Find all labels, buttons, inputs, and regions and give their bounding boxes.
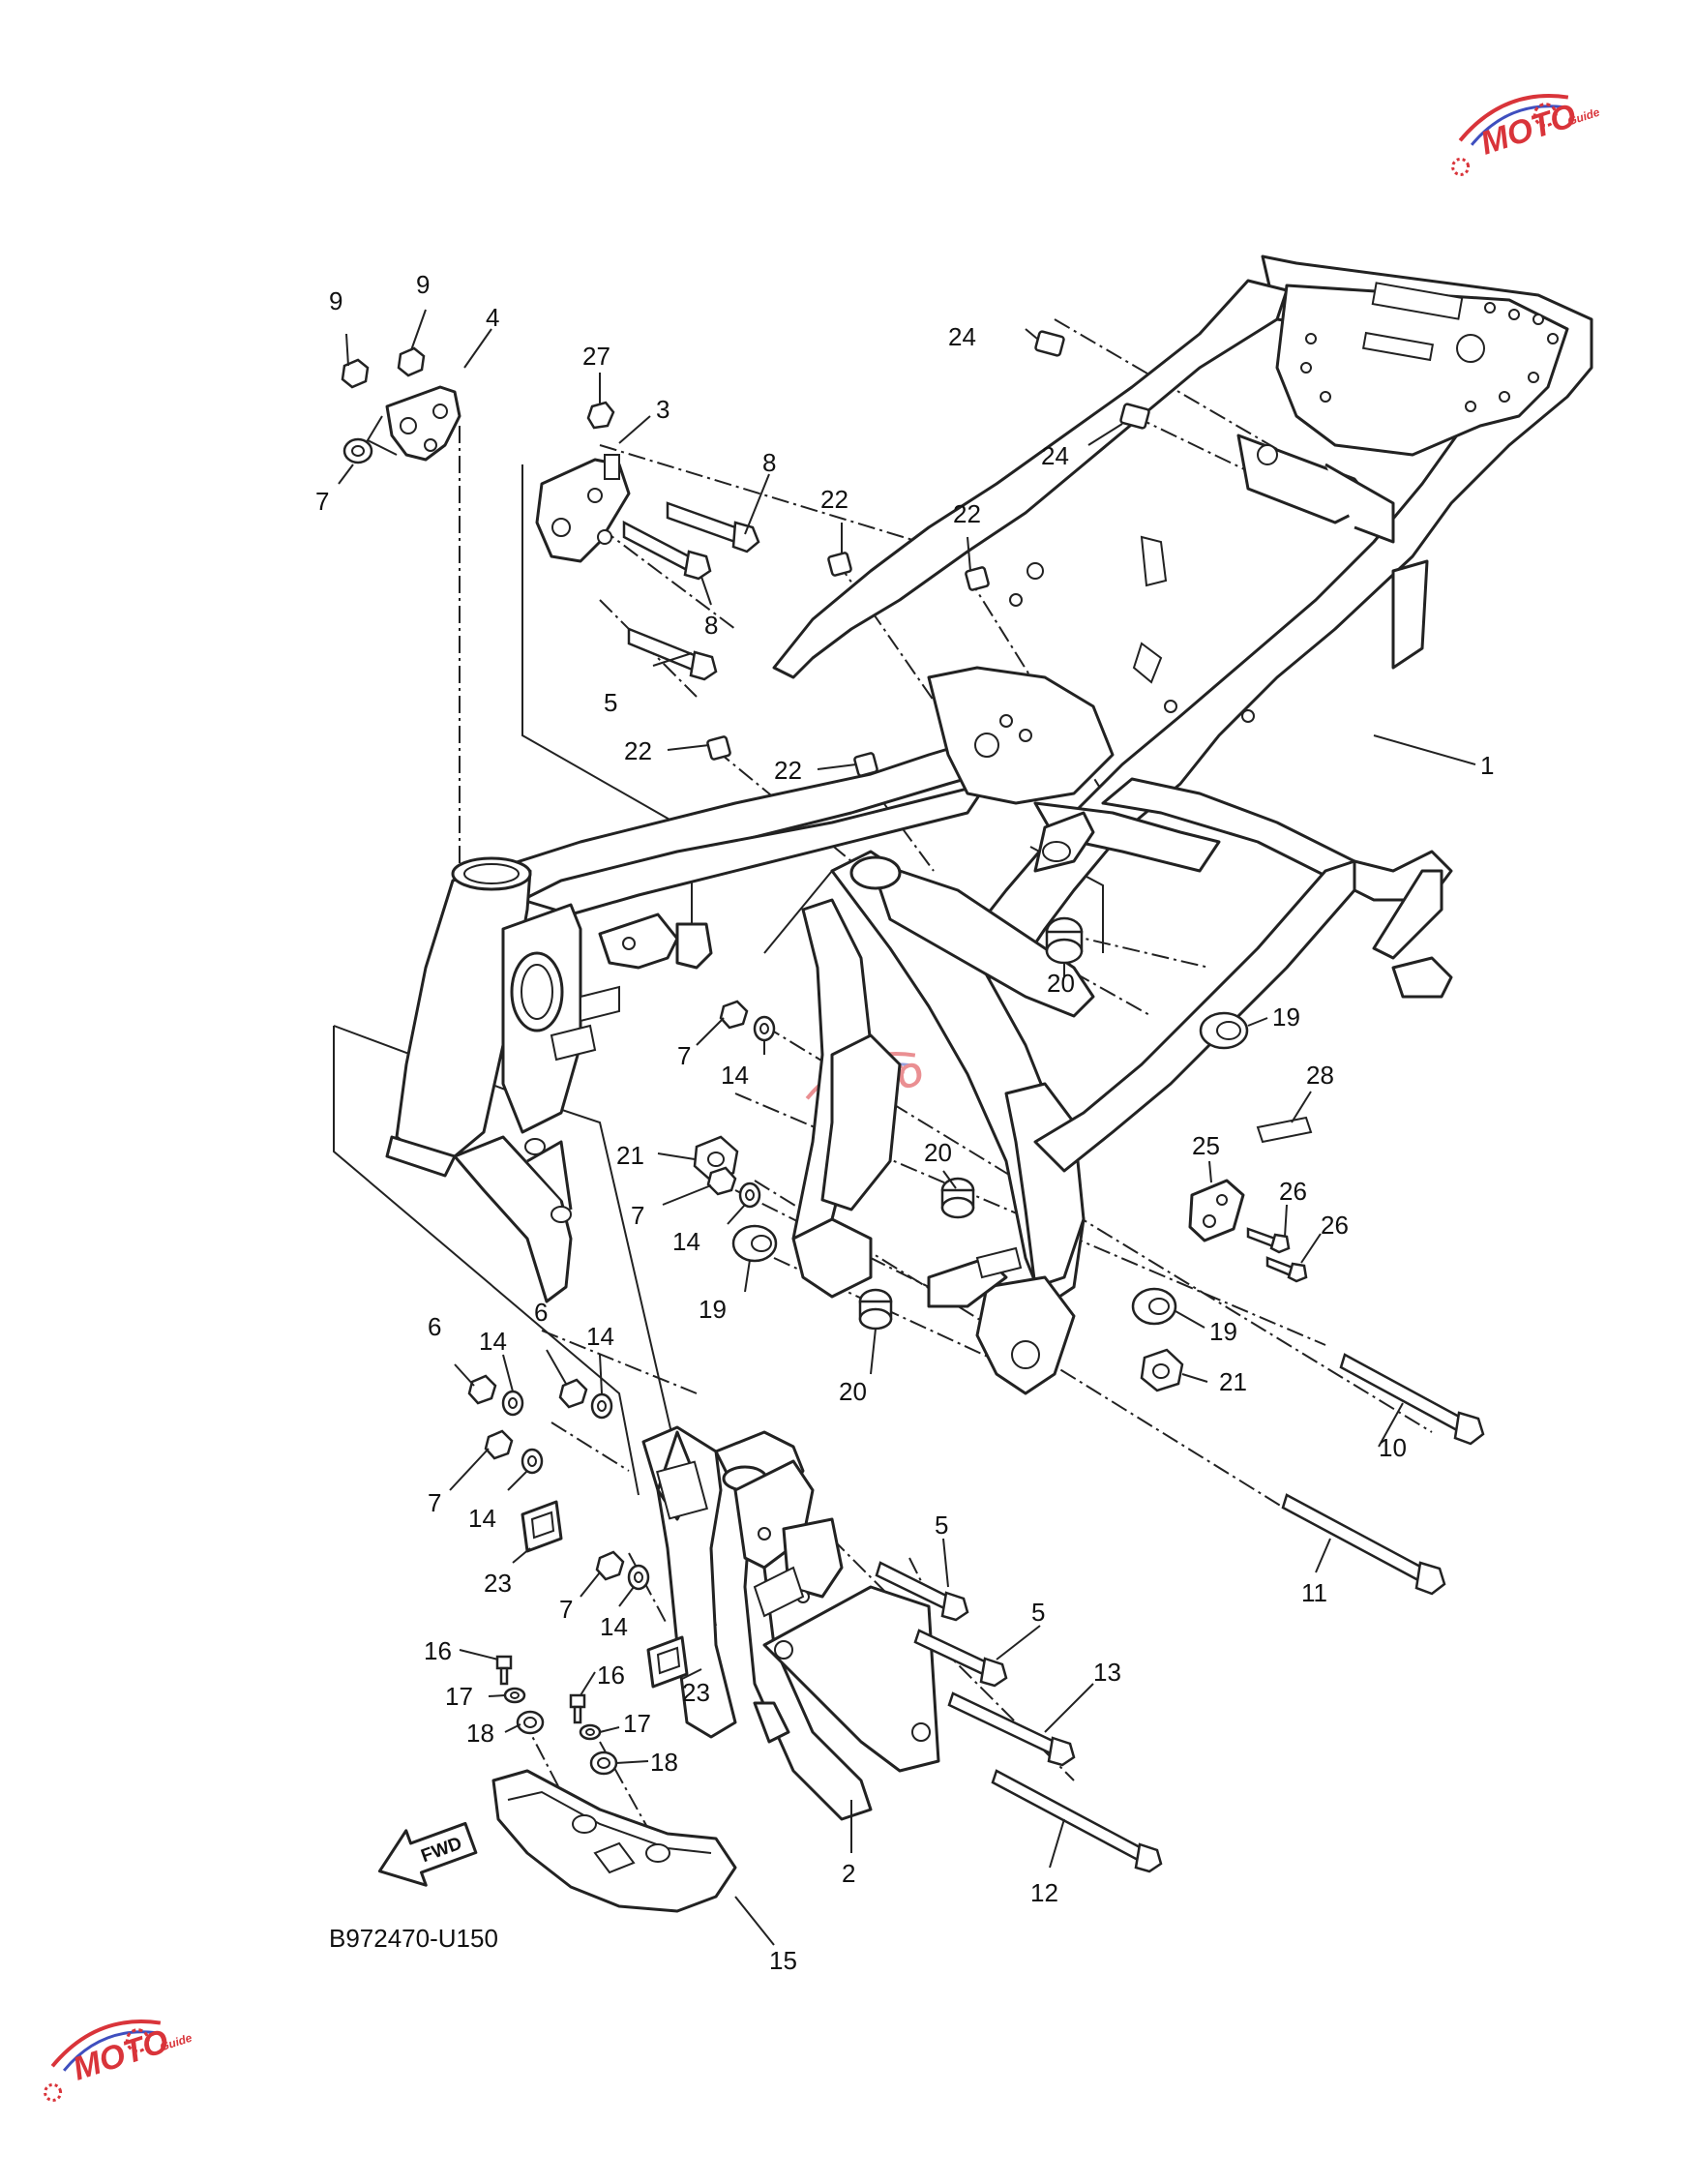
callout-14: 14 [721,1061,749,1090]
callout-24: 24 [948,322,976,351]
callout-1: 1 [1480,751,1494,780]
hardware [341,330,1485,1873]
watermark-text: MOTO [69,2022,173,2087]
callout-6: 6 [534,1298,548,1327]
callout-22: 22 [624,736,652,765]
callout-9: 9 [416,270,430,299]
skid-plate [491,1769,737,1913]
callout-22: 22 [953,499,981,528]
callout-19: 19 [699,1295,727,1324]
callout-8: 8 [704,611,718,640]
callout-8: 8 [762,448,776,477]
callout-15: 15 [769,1946,797,1975]
callout-14: 14 [479,1327,507,1356]
callout-17: 17 [623,1709,651,1738]
callout-2: 2 [842,1859,855,1888]
callout-20: 20 [924,1138,952,1167]
callout-13: 13 [1093,1658,1121,1687]
callout-21: 21 [616,1141,644,1170]
watermark-text: MOTO [1476,97,1581,162]
callout-14: 14 [600,1612,628,1641]
front-downtube [641,1425,940,1821]
callout-11: 11 [1301,1578,1327,1607]
engine-bracket-plate [366,385,461,462]
callout-26: 26 [1321,1211,1349,1240]
callout-7: 7 [631,1201,644,1230]
callout-12: 12 [1030,1878,1058,1907]
callout-17: 17 [445,1682,473,1711]
callout-24: 24 [1041,441,1069,470]
callout-14: 14 [672,1227,700,1256]
watermark-bottom-left: MOTO Guide [44,2019,193,2102]
callout-26: 26 [1279,1177,1307,1206]
callout-23: 23 [682,1678,710,1707]
callout-6: 6 [428,1312,441,1341]
callout-9: 9 [329,286,342,315]
callout-7: 7 [428,1488,441,1517]
forward-direction-arrow: FWD [377,1821,478,1887]
callout-21: 21 [1219,1367,1247,1396]
main-frame [385,254,1593,1395]
engine-bracket-upper [535,454,631,563]
callout-23: 23 [484,1569,512,1598]
watermark-top-right: MOTO Guide [1451,94,1601,176]
callout-16: 16 [597,1660,625,1690]
callout-4: 4 [486,303,499,332]
callout-19: 19 [1272,1002,1300,1032]
callout-5: 5 [604,688,617,717]
callout-5: 5 [935,1511,948,1540]
callout-16: 16 [424,1636,452,1665]
callout-labels: 1 2 3 4 5 5 5 6 6 7 7 7 7 7 8 8 9 9 10 1… [315,270,1494,1975]
callout-20: 20 [1047,969,1075,998]
callout-7: 7 [315,487,329,516]
callout-22: 22 [820,485,848,514]
callout-22: 22 [774,756,802,785]
callout-25: 25 [1192,1131,1220,1160]
callout-20: 20 [839,1377,867,1406]
callout-10: 10 [1379,1433,1407,1462]
callout-7: 7 [559,1595,573,1624]
callout-14: 14 [586,1322,614,1351]
callout-28: 28 [1306,1061,1334,1090]
callout-18: 18 [466,1719,494,1748]
callout-18: 18 [650,1748,678,1777]
callout-27: 27 [582,342,610,371]
callout-7: 7 [677,1041,691,1070]
callout-leaders [338,309,1476,1946]
callout-3: 3 [656,395,669,424]
callout-19: 19 [1209,1317,1237,1346]
diagram-reference-code: B972470-U150 [329,1924,498,1953]
callout-5: 5 [1031,1598,1045,1627]
callout-14: 14 [468,1504,496,1533]
